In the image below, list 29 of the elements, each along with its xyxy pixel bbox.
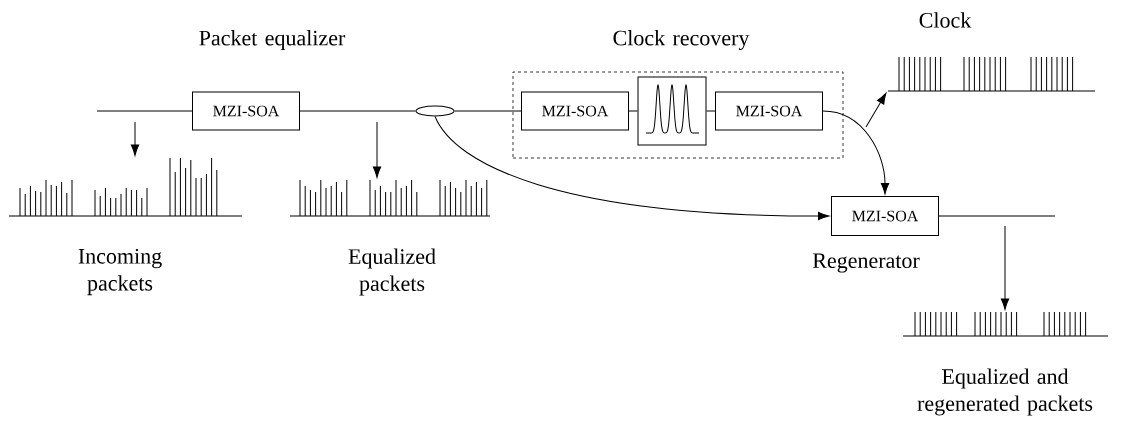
filter-box	[637, 76, 707, 146]
connecting-line	[938, 215, 1056, 217]
arrow	[1000, 225, 1010, 310]
process-box: MZI-SOA	[831, 196, 939, 236]
block-label: Packet equalizer	[199, 30, 346, 50]
pulse-train-drawing	[902, 311, 1109, 337]
pulse-train-drawing	[289, 179, 491, 217]
connecting-line	[706, 110, 716, 112]
caption-label: Equalized and regenerated packets	[917, 368, 1093, 416]
pulse-train-drawing	[887, 56, 1096, 92]
arrow	[434, 116, 830, 221]
arrow	[130, 121, 140, 156]
arrow	[372, 121, 382, 178]
connecting-line	[628, 110, 638, 112]
pulse-train-drawing	[8, 157, 243, 217]
arrow	[822, 110, 890, 195]
connecting-line	[299, 110, 416, 112]
caption-label: Clock	[919, 12, 972, 28]
connecting-line	[96, 110, 193, 112]
coupler-ellipse	[415, 105, 455, 117]
process-box: MZI-SOA	[521, 91, 629, 131]
process-box: MZI-SOA	[192, 91, 300, 131]
caption-label: Incoming packets	[78, 248, 162, 296]
caption-label: Equalized packets	[348, 248, 436, 296]
connecting-line	[454, 110, 522, 112]
arrow	[865, 92, 887, 128]
block-label: Regenerator	[812, 253, 920, 273]
group-title: Clock recovery	[613, 30, 750, 50]
process-box: MZI-SOA	[715, 91, 823, 131]
